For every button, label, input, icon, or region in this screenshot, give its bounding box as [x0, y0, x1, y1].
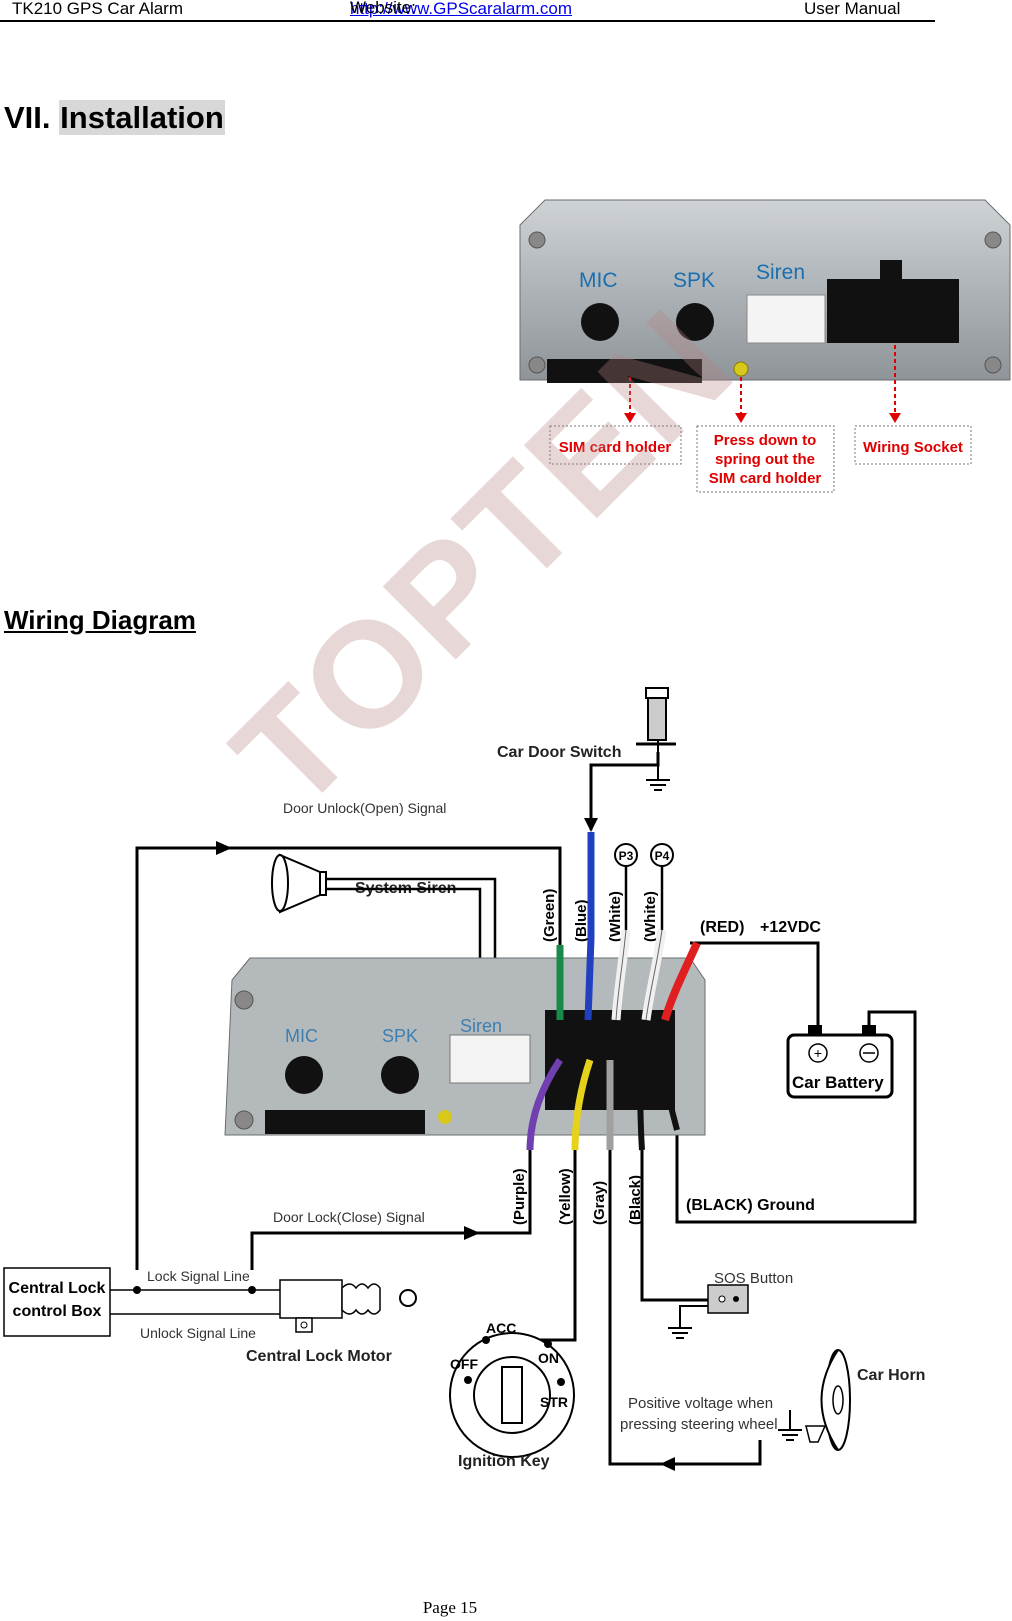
ignition-key-icon: [449, 1332, 575, 1458]
car-battery: +: [786, 1025, 894, 1099]
website-label: Website:: [350, 0, 416, 17]
wire-label-white-p4: (White): [642, 891, 659, 942]
wiring-diagram-heading: Wiring Diagram: [4, 605, 196, 635]
screw-icon: [528, 231, 546, 249]
svg-text:ACC: ACC: [486, 1320, 516, 1336]
car-horn-icon: [805, 1349, 851, 1451]
svg-text:Wiring Socket: Wiring Socket: [863, 439, 963, 456]
sim-eject-button: [733, 361, 749, 377]
wire-label-blue: (Blue): [573, 900, 590, 943]
horn-note-line1: Positive voltage when: [628, 1395, 773, 1412]
horn-note-line2: pressing steering wheel: [620, 1416, 778, 1433]
wire-label-green: (Green): [541, 889, 558, 942]
sos-button-label: SOS Button: [714, 1270, 793, 1287]
svg-text:P4: P4: [655, 849, 670, 863]
callout-press-down: [696, 425, 835, 493]
siren-connector: [746, 294, 826, 344]
header-website: Website: http://www.GPScaralarm.com: [350, 0, 572, 19]
device-port-spk: SPK: [382, 1026, 418, 1046]
screw-icon: [984, 231, 1002, 249]
central-lock-motor-label: Central Lock Motor: [246, 1348, 392, 1365]
wire-label-gray: (Gray): [591, 1181, 608, 1225]
plus-icon: +: [814, 1045, 822, 1061]
header-product: TK210 GPS Car Alarm: [12, 0, 184, 18]
page-number: Page 15: [422, 1598, 478, 1617]
svg-text:OFF: OFF: [450, 1356, 478, 1372]
car-battery-label: Car Battery: [792, 1073, 884, 1092]
car-horn-label: Car Horn: [857, 1367, 925, 1384]
svg-text:control Box: control Box: [13, 1303, 102, 1320]
wire-label-black: (Black): [627, 1175, 644, 1225]
mic-jack: [581, 303, 619, 341]
svg-text:spring out the: spring out the: [715, 451, 815, 468]
port-label-spk: SPK: [673, 269, 715, 292]
voltage-label: +12VDC: [760, 919, 821, 936]
sim-card-holder: [547, 359, 702, 383]
central-lock-box: [3, 1267, 111, 1337]
svg-text:STR: STR: [540, 1394, 568, 1410]
website-link[interactable]: http://www.GPScaralarm.com: [350, 0, 573, 18]
callout-wiring-socket: [854, 425, 972, 465]
header-doc-type: User Manual: [804, 0, 901, 18]
door-unlock-label: Door Unlock(Open) Signal: [283, 800, 446, 816]
spk-jack: [676, 303, 714, 341]
black-ground-label: (BLACK) Ground: [686, 1197, 815, 1214]
wire-label-white-p3: (White): [607, 891, 624, 942]
device-port-mic: MIC: [285, 1026, 318, 1046]
svg-text:SIM card holder: SIM card holder: [709, 470, 822, 487]
door-lock-label: Door Lock(Close) Signal: [273, 1209, 425, 1225]
unlock-signal-line-label: Unlock Signal Line: [140, 1325, 256, 1341]
screw-icon: [984, 356, 1002, 374]
svg-text:ON: ON: [538, 1350, 559, 1366]
central-lock-motor: [279, 1279, 417, 1333]
wire-label-yellow: (Yellow): [557, 1168, 574, 1225]
section-title: VII. Installation: [4, 100, 225, 136]
device-port-siren: Siren: [460, 1016, 502, 1036]
car-door-switch-label: Car Door Switch: [497, 744, 621, 761]
svg-text:SIM card holder: SIM card holder: [559, 439, 672, 456]
device-photo: MIC SPK Siren SIM card holder Press down…: [519, 199, 1011, 493]
screw-icon: [528, 356, 546, 374]
port-label-siren: Siren: [756, 261, 805, 284]
svg-text:Central Lock: Central Lock: [9, 1280, 106, 1297]
wire-label-purple: (Purple): [511, 1168, 528, 1225]
section-title-text: Installation: [59, 100, 225, 135]
siren-icon: [271, 853, 327, 914]
section-number: VII.: [4, 100, 51, 135]
svg-text:P3: P3: [619, 849, 634, 863]
wiring-socket: [827, 279, 959, 343]
port-label-mic: MIC: [579, 269, 618, 292]
sos-button-icon: [707, 1284, 749, 1314]
wiring-diagram: Car Door Switch Door Unlock(Open) Signal…: [3, 687, 925, 1471]
page-header: TK210 GPS Car Alarm Website: http://www.…: [0, 0, 935, 22]
svg-text:Press down to: Press down to: [714, 432, 817, 449]
lock-signal-line-label: Lock Signal Line: [147, 1268, 250, 1284]
car-door-switch: [636, 687, 676, 791]
red-wire-label: (RED): [700, 919, 744, 936]
screw-icon: [234, 1110, 254, 1130]
callout-sim-holder: [549, 425, 682, 465]
screw-icon: [234, 990, 254, 1010]
ignition-key-label: Ignition Key: [458, 1453, 550, 1470]
